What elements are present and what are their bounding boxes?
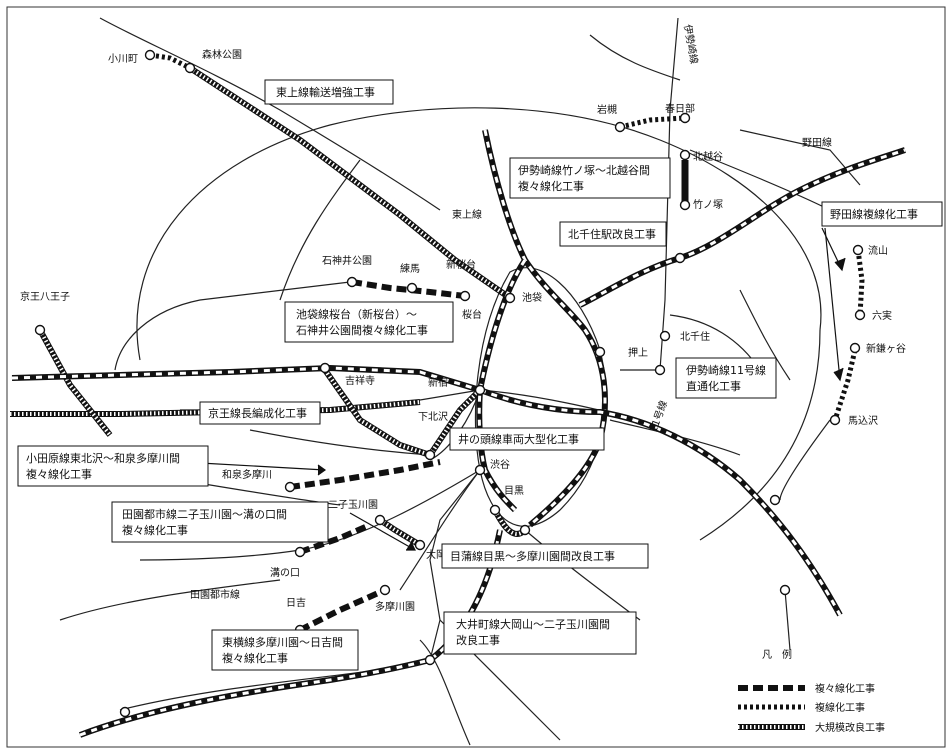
svg-text:複々線化工事: 複々線化工事 [122,523,188,537]
label-hiyoshi: 日吉 [286,597,306,609]
legend-double-item: 複線化工事 [738,701,865,714]
box-odakyu-quad: 小田原線東北沢～和泉多摩川間 複々線化工事 [17,445,209,487]
box-keio-long: 京王線長編成化工事 [199,401,321,425]
label-kasukabe: 春日部 [665,102,695,115]
svg-text:複々線化工事: 複々線化工事 [222,651,288,665]
box-mekama: 目蒲線目黒～多摩川園間改良工事 [441,543,649,569]
box-noda-double: 野田線複線化工事 [821,201,943,227]
svg-text:池袋線桜台（新桜台）～: 池袋線桜台（新桜台）～ [296,307,417,321]
svg-text:東上線輸送増強工事: 東上線輸送増強工事 [276,85,375,99]
label-shinrinkoen: 森林公園 [202,48,242,61]
box-denen-quad: 田園都市線二子玉川園～溝の口間 複々線化工事 [111,501,329,543]
legend-quad-item: 複々線化工事 [738,682,875,695]
svg-text:小田原線東北沢～和泉多摩川間: 小田原線東北沢～和泉多摩川間 [26,451,180,465]
legend: 凡 例 複々線化工事 複線化工事 大規模改良工事 [738,648,885,734]
label-kitakoshigaya: 北越谷 [693,150,723,163]
svg-text:伊勢崎線竹ノ塚～北越谷間: 伊勢崎線竹ノ塚～北越谷間 [518,163,650,177]
label-magomezawa: 馬込沢 [848,414,878,427]
svg-text:井の頭線車両大型化工事: 井の頭線車両大型化工事 [458,432,579,446]
label-shinsakuradai: 新桜台 [446,258,476,271]
svg-text:野田線複線化工事: 野田線複線化工事 [830,207,918,221]
arrows [199,227,846,551]
stations [34,49,866,718]
svg-text:直通化工事: 直通化工事 [686,379,741,393]
label-shinkamagaya: 新鎌ヶ谷 [866,342,906,355]
line-labels: 東上線 野田線 11号線 田園都市線 伊勢崎線 [190,23,832,601]
legend-title: 凡 例 [762,648,792,661]
box-inokashira: 井の頭線車両大型化工事 [449,427,605,451]
major-improvement-lines [10,65,528,548]
label-mizonokuchi: 溝の口 [270,566,300,579]
label-line-tojo: 東上線 [452,208,482,221]
label-iwatsuki: 岩槻 [597,103,617,116]
svg-text:大井町線大岡山～二子玉川園間: 大井町線大岡山～二子玉川園間 [456,617,610,631]
box-isesaki-quad: 伊勢崎線竹ノ塚～北越谷間 複々線化工事 [509,157,671,199]
svg-text:京王線長編成化工事: 京王線長編成化工事 [208,406,307,420]
label-line-noda: 野田線 [802,136,832,149]
label-kitasenju: 北千住 [680,330,710,343]
label-kichijoji: 吉祥寺 [345,374,375,387]
box-oimachi: 大井町線大岡山～二子玉川園間 改良工事 [443,611,637,655]
label-shimokitazawa: 下北沢 [418,410,448,423]
label-takenotsuka: 竹ノ塚 [693,198,723,211]
double-track-lines [149,52,865,421]
label-oshiage: 押上 [628,346,648,359]
label-futakotamagawaen: 二子玉川園 [328,499,378,511]
svg-text:複々線化工事: 複々線化工事 [26,467,92,481]
label-ogawamachi: 小川町 [108,53,138,65]
quadruple-track-lines [11,129,906,738]
label-ikebukuro: 池袋 [522,291,542,304]
label-izumitamagawa: 和泉多摩川 [222,468,272,481]
label-line-denentoshi: 田園都市線 [190,588,240,601]
svg-text:目蒲線目黒～多摩川園間改良工事: 目蒲線目黒～多摩川園間改良工事 [450,549,615,563]
label-nerima: 練馬 [400,262,420,275]
svg-text:北千住駅改良工事: 北千住駅改良工事 [568,227,656,241]
svg-text:複々線化工事: 複々線化工事 [518,179,584,193]
box-ikebukuro-quad: 池袋線桜台（新桜台）～ 石神井公園間複々線化工事 [284,301,454,343]
label-tamagawaen: 多摩川園 [375,600,415,613]
svg-text:東横線多摩川園～日吉間: 東横線多摩川園～日吉間 [222,635,343,649]
label-mutsumi: 六実 [872,309,892,322]
svg-text:改良工事: 改良工事 [456,633,500,647]
svg-text:複線化工事: 複線化工事 [815,701,865,714]
svg-text:石神井公園間複々線化工事: 石神井公園間複々線化工事 [296,323,428,337]
box-isesaki-11: 伊勢崎線11号線 直通化工事 [675,357,777,399]
box-tojo-capacity: 東上線輸送増強工事 [264,79,394,105]
svg-text:大規模改良工事: 大規模改良工事 [815,721,885,734]
box-kitasenju-station: 北千住駅改良工事 [559,221,667,247]
svg-text:複々線化工事: 複々線化工事 [815,682,875,695]
label-shibuya: 渋谷 [490,458,510,471]
label-nagareyama: 流山 [868,244,888,257]
legend-major-item: 大規模改良工事 [738,721,885,734]
label-keiohachioji: 京王八王子 [20,290,70,303]
label-sakuradai: 桜台 [462,308,482,321]
label-shakujiikoen: 石神井公園 [322,254,372,267]
svg-text:田園都市線二子玉川園～溝の口間: 田園都市線二子玉川園～溝の口間 [122,507,287,521]
svg-text:伊勢崎線11号線: 伊勢崎線11号線 [686,363,766,377]
box-toyoko-quad: 東横線多摩川園～日吉間 複々線化工事 [211,629,359,671]
label-shinjuku: 新宿 [428,376,448,389]
label-meguro: 目黒 [504,485,524,497]
annotation-boxes: 東上線輸送増強工事 伊勢崎線竹ノ塚～北越谷間 複々線化工事 北千住駅改良工事 野… [17,79,943,671]
